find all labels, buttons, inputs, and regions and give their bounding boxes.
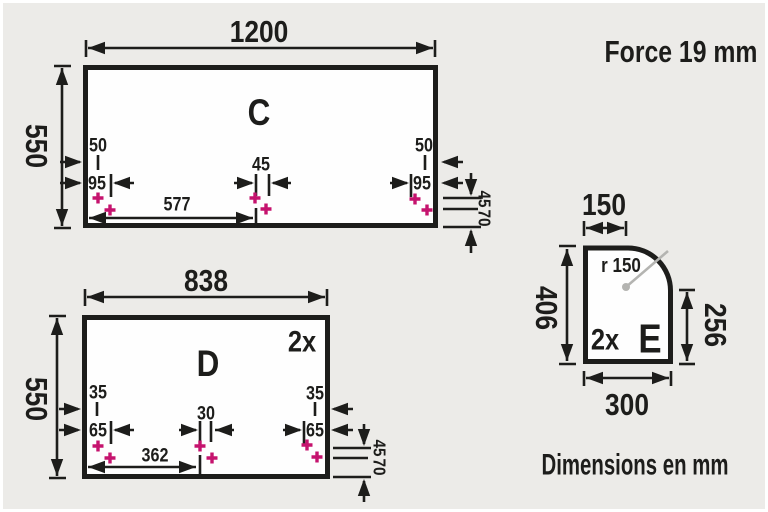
dimension-arrowhead [64,423,81,437]
panel-c-row-bottom-dim: 70 [474,209,494,226]
dimension-arrowhead [357,479,371,496]
panel-c-label: C [248,93,271,134]
dimension-arrowhead [179,460,196,474]
dimension-arrowhead [50,459,64,476]
dimension-arrowhead [88,41,105,55]
dimension-arrowhead [64,402,81,416]
dimension-arrowhead [236,211,253,225]
panel-d-left-offset-2-dim: 65 [89,419,107,441]
dimension-arrowhead [560,344,574,361]
panel-e-right-height-dim: 256 [698,303,732,347]
panel-c-row-spacing-dim: 45 [474,190,494,207]
panel-e-radius-label: r 150 [601,254,641,277]
panel-e-quantity: 2x [591,323,620,356]
panel-d-outline [82,315,330,479]
dimension-arrowhead [392,176,409,190]
dimension-arrowhead [586,371,603,385]
panel-d-width-dim: 838 [184,264,228,298]
dimension-arrowhead [237,176,254,190]
dimension-arrowhead [464,179,478,196]
hole-marker [249,192,261,204]
panel-d-center-offset-dim: 362 [142,444,169,466]
dimension-arrowhead [87,290,104,304]
panel-e-label: E [638,317,661,362]
panel-d-quantity: 2x [288,325,317,358]
dimension-arrowhead [331,402,348,416]
panel-d-right-offset-1-dim: 35 [306,382,324,404]
radius-leader-dot [622,283,630,291]
panel-c-width-dim: 1200 [230,15,289,49]
dimension-arrowhead [652,371,669,385]
panel-d-row-spacing-dim: 45 [369,439,389,456]
dimension-arrowhead [271,176,288,190]
dimension-arrowhead [89,211,106,225]
dimension-arrowhead [586,221,603,235]
hole-marker [260,203,272,215]
panel-d-row-bottom-dim: 70 [369,458,389,475]
dimension-arrowhead [441,155,458,169]
panel-c-right-offset-1-dim: 50 [415,134,433,156]
hole-marker [206,452,218,464]
panel-c-left-offset-2-dim: 95 [88,172,106,194]
dimension-arrowhead [441,176,458,190]
dimension-arrowhead [416,41,433,55]
dimension-arrowhead [65,176,82,190]
panel-d-center-gap-dim: 30 [197,402,215,424]
panel-c-center-gap-dim: 45 [252,153,270,175]
hole-marker [104,204,116,216]
panel-c-right-offset-2-dim: 95 [413,172,431,194]
dimension-arrowhead [181,423,198,437]
panel-d-right-offset-2-dim: 65 [306,419,324,441]
dimension-arrowhead [560,249,574,266]
dimension-arrowhead [308,290,325,304]
panel-c-center-offset-dim: 577 [164,193,191,215]
dimension-arrowhead [113,176,130,190]
hole-marker [194,440,206,452]
hole-marker [92,440,104,452]
dimension-arrowhead [607,221,624,235]
panel-d-label: D [197,344,220,385]
dimension-arrowhead [680,292,694,309]
panel-e-height-dim: 406 [529,286,563,330]
hole-marker [409,193,421,205]
panel-c-height-dim: 550 [19,124,53,168]
dimension-arrowhead [55,209,69,226]
panel-c-left-offset-1-dim: 50 [89,134,107,156]
panel-d-left-offset-1-dim: 35 [89,381,107,403]
panel-d-height-dim: 550 [19,377,53,421]
dimension-arrowhead [464,229,478,246]
panel-c-outline [83,65,438,228]
hole-marker [104,452,116,464]
dimension-arrowhead [88,460,105,474]
dimension-arrowhead [680,344,694,361]
dimension-arrowhead [285,423,302,437]
units-note: Dimensions en mm [542,449,729,482]
dimension-arrowhead [113,423,130,437]
dimension-arrowhead [215,423,232,437]
dimension-arrowhead [50,318,64,335]
panel-e-bottom-width-dim: 300 [605,388,649,422]
force-note: Force 19 mm [605,34,758,68]
hole-marker [421,204,433,216]
dimension-arrowhead [55,68,69,85]
hole-marker [92,192,104,204]
dimension-arrowhead [357,429,371,446]
dimension-arrowhead [331,423,348,437]
hole-marker [311,451,323,463]
radius-leader-line [625,250,669,288]
panel-e-top-width-dim: 150 [582,188,626,222]
dimension-arrowhead [65,155,82,169]
hole-marker [301,439,313,451]
